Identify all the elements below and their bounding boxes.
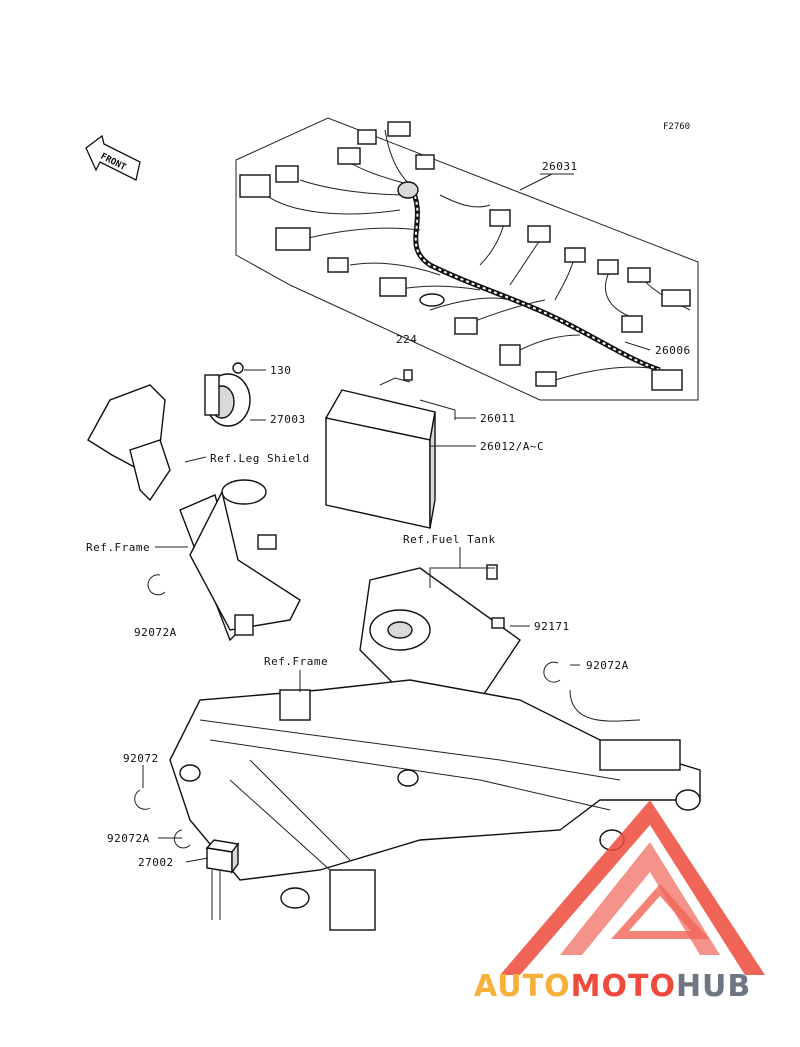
callout-frame-2: Ref.Frame xyxy=(264,655,328,668)
leader-lines xyxy=(142,173,651,920)
callout-92072: 92072 xyxy=(123,752,159,765)
callout-27002: 27002 xyxy=(138,856,174,869)
callout-26031: 26031 xyxy=(542,160,578,173)
watermark-moto: MOTO xyxy=(571,969,676,1004)
callout-92072a-2: 92072A xyxy=(134,626,177,639)
callout-leg-shield: Ref.Leg Shield xyxy=(210,452,310,465)
relay-27002 xyxy=(205,839,240,875)
callout-130: 130 xyxy=(270,364,291,377)
callout-92171: 92171 xyxy=(534,620,570,633)
callout-26012: 26012/A~C xyxy=(480,440,544,453)
watermark-hub: HUB xyxy=(676,969,751,1004)
callout-fuel-tank: Ref.Fuel Tank xyxy=(403,533,496,546)
watermark-text: AUTOMOTOHUB xyxy=(474,969,751,1004)
callout-26011: 26011 xyxy=(480,412,516,425)
wiring-harness-group xyxy=(235,117,699,401)
callout-26006: 26006 xyxy=(655,344,691,357)
callout-92072a-3: 92072A xyxy=(107,832,150,845)
watermark-auto: AUTO xyxy=(474,969,571,1004)
callout-224: 224 xyxy=(396,333,417,346)
battery-group xyxy=(324,369,456,529)
callout-92072a-1: 92072A xyxy=(586,659,629,672)
main-frame-group xyxy=(169,679,701,931)
watermark-logo-icon xyxy=(500,800,765,975)
figure-code: F2760 xyxy=(663,122,690,132)
horn-group xyxy=(87,362,251,502)
callout-frame-1: Ref.Frame xyxy=(86,541,150,554)
callout-27003: 27003 xyxy=(270,413,306,426)
front-frame-group xyxy=(179,479,301,642)
circlip-icons xyxy=(134,574,561,849)
front-arrow-icon: FRONT xyxy=(85,134,141,181)
fuel-tank-bracket xyxy=(359,564,521,711)
svg-text:AUTOMOTOHUB: AUTOMOTOHUB xyxy=(474,969,751,1004)
